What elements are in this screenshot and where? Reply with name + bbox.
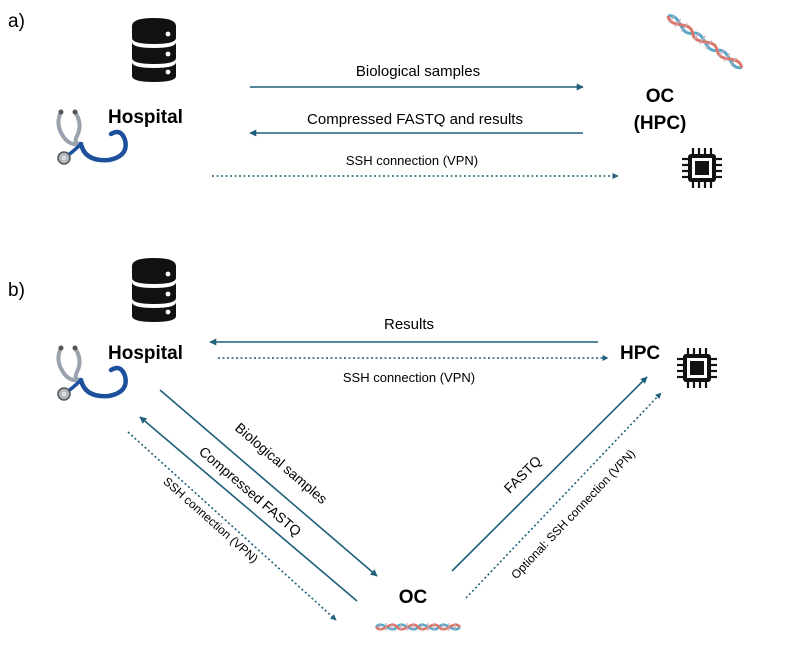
cpu-chip-icon: [680, 146, 724, 190]
edge-label-results: Results: [384, 316, 434, 333]
edge-biological-samples-b: [159, 389, 378, 577]
hospital-label-b: Hospital: [108, 343, 183, 364]
edge-optional-ssh: [465, 392, 662, 599]
edge-label-ssh: SSH connection (VPN): [346, 153, 478, 168]
database-icon: [132, 18, 176, 82]
hpc-label: HPC: [620, 343, 660, 364]
oc-label-b: OC: [399, 587, 428, 608]
oc-label: OC: [646, 86, 675, 107]
edge-label-compressed-fastq-results: Compressed FASTQ and results: [307, 111, 523, 128]
oc-hpc-label: (HPC): [634, 113, 687, 134]
dna-icon: [375, 623, 461, 631]
cpu-chip-icon: [675, 346, 719, 390]
edge-label-fastq: FASTQ: [501, 453, 545, 497]
panel-a-label: a): [8, 11, 25, 32]
database-icon: [132, 258, 176, 322]
edge-compressed-fastq: [139, 416, 358, 602]
edge-fastq: [451, 376, 648, 572]
hospital-label: Hospital: [108, 107, 183, 128]
edge-label-ssh-top: SSH connection (VPN): [343, 370, 475, 385]
panel-b-label: b): [8, 280, 25, 301]
edge-label-biological-samples: Biological samples: [356, 63, 480, 80]
dna-icon: [666, 14, 744, 70]
edge-ssh-left: [127, 431, 337, 621]
